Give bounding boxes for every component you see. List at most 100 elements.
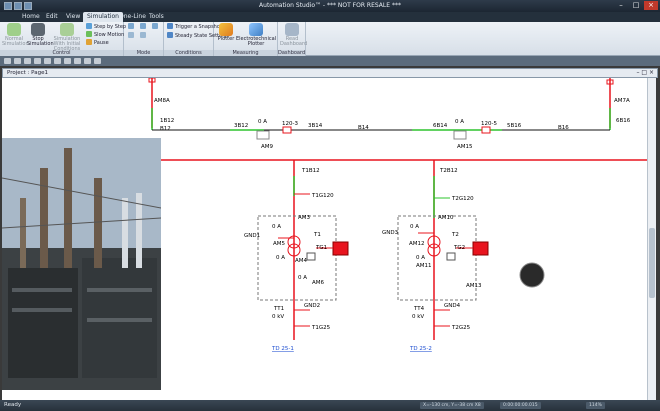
close-button[interactable]: × [644, 1, 658, 10]
project-window-controls[interactable]: – □ × [636, 69, 654, 76]
t2-tap-box[interactable] [446, 252, 456, 261]
label-gnd1: GND1 [244, 233, 260, 239]
pause-button[interactable]: Pause [86, 39, 109, 47]
steady-state-settings-button[interactable]: Steady State Settings [167, 32, 229, 40]
mode-option-1[interactable] [128, 23, 136, 31]
tab-simulation[interactable]: Simulation [83, 12, 123, 22]
redo-icon[interactable] [24, 2, 32, 10]
status-coordinates: X=-130 cm, Y=-38 cm X8 [420, 402, 484, 409]
stop-simulation-button[interactable]: Stop Simulation [27, 23, 54, 47]
label-am9: AM9 [261, 144, 274, 150]
substation-photo [2, 138, 161, 390]
label-am5: AM5 [273, 241, 286, 247]
transformer-1-coil [287, 235, 301, 249]
t1-tap-box[interactable] [306, 252, 316, 261]
tg2-generator-icon[interactable] [472, 241, 489, 256]
tool-strip [0, 56, 660, 66]
scrollbar-thumb[interactable] [649, 228, 655, 298]
label-3b14: 3B14 [308, 123, 323, 129]
busy-cursor-ring [519, 262, 545, 288]
breaker-icon[interactable] [481, 126, 491, 134]
measuring-group: Plotter Electrotechnical Plotter Measuri… [214, 22, 278, 56]
step-icon [86, 23, 92, 29]
transformer-1-box [257, 215, 337, 301]
mode-group: Mode [124, 22, 164, 56]
one-line-diagram[interactable]: AM8A AM7A 1B12 B12 3B12 0 A 120-3 3B14 B… [2, 78, 647, 400]
tab-edit[interactable]: Edit [46, 13, 58, 20]
label-am10: AM10 [438, 215, 454, 221]
label-kv-2: 0 kV [412, 314, 424, 320]
label-current-3: 0 A [272, 224, 281, 230]
tab-view[interactable]: View [66, 13, 81, 20]
play-initial-icon [60, 23, 74, 36]
mode-option-3[interactable] [152, 23, 160, 31]
label-gnd3: GND3 [382, 230, 399, 236]
tool-icon[interactable] [94, 58, 101, 64]
status-zoom[interactable]: 114% [586, 402, 605, 409]
pause-icon [86, 39, 92, 45]
label-5b16: 5B16 [507, 123, 522, 129]
normal-simulation-button[interactable]: Normal Simulation [2, 23, 29, 47]
label-tg1: TG1 [315, 245, 327, 251]
read-dashboard-button[interactable]: Read Dashboard [280, 23, 307, 47]
mode-option-4[interactable] [128, 32, 136, 40]
tool-icon[interactable] [54, 58, 61, 64]
label-am12: AM12 [409, 241, 425, 247]
tool-icon[interactable] [24, 58, 31, 64]
plotter-button[interactable]: Plotter [216, 23, 236, 42]
link-td-25-2[interactable]: TD 25-2 [409, 346, 432, 352]
tab-tools[interactable]: Tools [149, 13, 164, 20]
tool-icon[interactable] [34, 58, 41, 64]
mode-group-label: Mode [124, 50, 163, 56]
label-tg2: TG2 [453, 245, 465, 251]
window-title: Automation Studio™ - *** NOT FOR RESALE … [259, 2, 401, 9]
project-tab[interactable]: Project : Page1 – □ × [2, 68, 658, 78]
breaker-icon[interactable] [282, 126, 292, 134]
label-120-3: 120-3 [282, 121, 298, 127]
label-1b12: 1B12 [160, 118, 174, 124]
breaker-icon[interactable] [606, 79, 614, 85]
label-3b12: 3B12 [234, 123, 248, 129]
control-group-label: Control [0, 50, 123, 56]
label-t1g25: T1G25 [311, 325, 331, 331]
vertical-scrollbar[interactable] [647, 78, 656, 400]
label-current-4: 0 A [276, 255, 285, 261]
label-am-left: AM8A [154, 98, 170, 104]
link-td-25-1[interactable]: TD 25-1 [271, 346, 294, 352]
simulation-initial-conditions-button[interactable]: Simulation With Initial Conditions [50, 23, 84, 52]
tool-icon[interactable] [4, 58, 11, 64]
label-b12: B12 [160, 126, 171, 132]
tool-icon[interactable] [14, 58, 21, 64]
label-t1g120: T1G120 [311, 193, 334, 199]
label-6b14: 6B14 [433, 123, 448, 129]
minimize-button[interactable]: – [619, 1, 623, 9]
slow-motion-icon [86, 31, 92, 37]
tool-icon[interactable] [74, 58, 81, 64]
dashboard-group: Read Dashboard Dashboard [278, 22, 307, 56]
label-current-6: 0 A [410, 224, 419, 230]
electrotechnical-plotter-button[interactable]: Electrotechnical Plotter [236, 23, 276, 47]
tool-icon[interactable] [64, 58, 71, 64]
tg1-generator-icon[interactable] [332, 241, 349, 256]
transformer-2-coil [427, 235, 441, 249]
mode-option-5[interactable] [140, 32, 148, 40]
tool-icon[interactable] [84, 58, 91, 64]
label-b16: B16 [558, 125, 569, 131]
status-ready: Ready [4, 402, 22, 408]
label-am11: AM11 [416, 263, 432, 269]
label-am13: AM13 [466, 283, 482, 289]
maximize-button[interactable]: □ [632, 1, 640, 9]
save-icon[interactable] [4, 2, 12, 10]
step-by-step-button[interactable]: Step by Step [86, 23, 126, 31]
trigger-snapshot-button[interactable]: Trigger a Snapshot [167, 23, 222, 31]
dashboard-icon [285, 23, 299, 36]
tab-home[interactable]: Home [22, 13, 40, 20]
status-bar: Ready X=-130 cm, Y=-38 cm X8 0:00:00:00.… [0, 400, 660, 411]
breaker-icon[interactable] [148, 78, 156, 83]
undo-icon[interactable] [14, 2, 22, 10]
label-gnd4: GND4 [444, 303, 461, 309]
tab-one-line[interactable]: One-Line [119, 13, 146, 20]
slow-motion-button[interactable]: Slow Motion [86, 31, 124, 39]
tool-icon[interactable] [44, 58, 51, 64]
mode-option-2[interactable] [140, 23, 148, 31]
